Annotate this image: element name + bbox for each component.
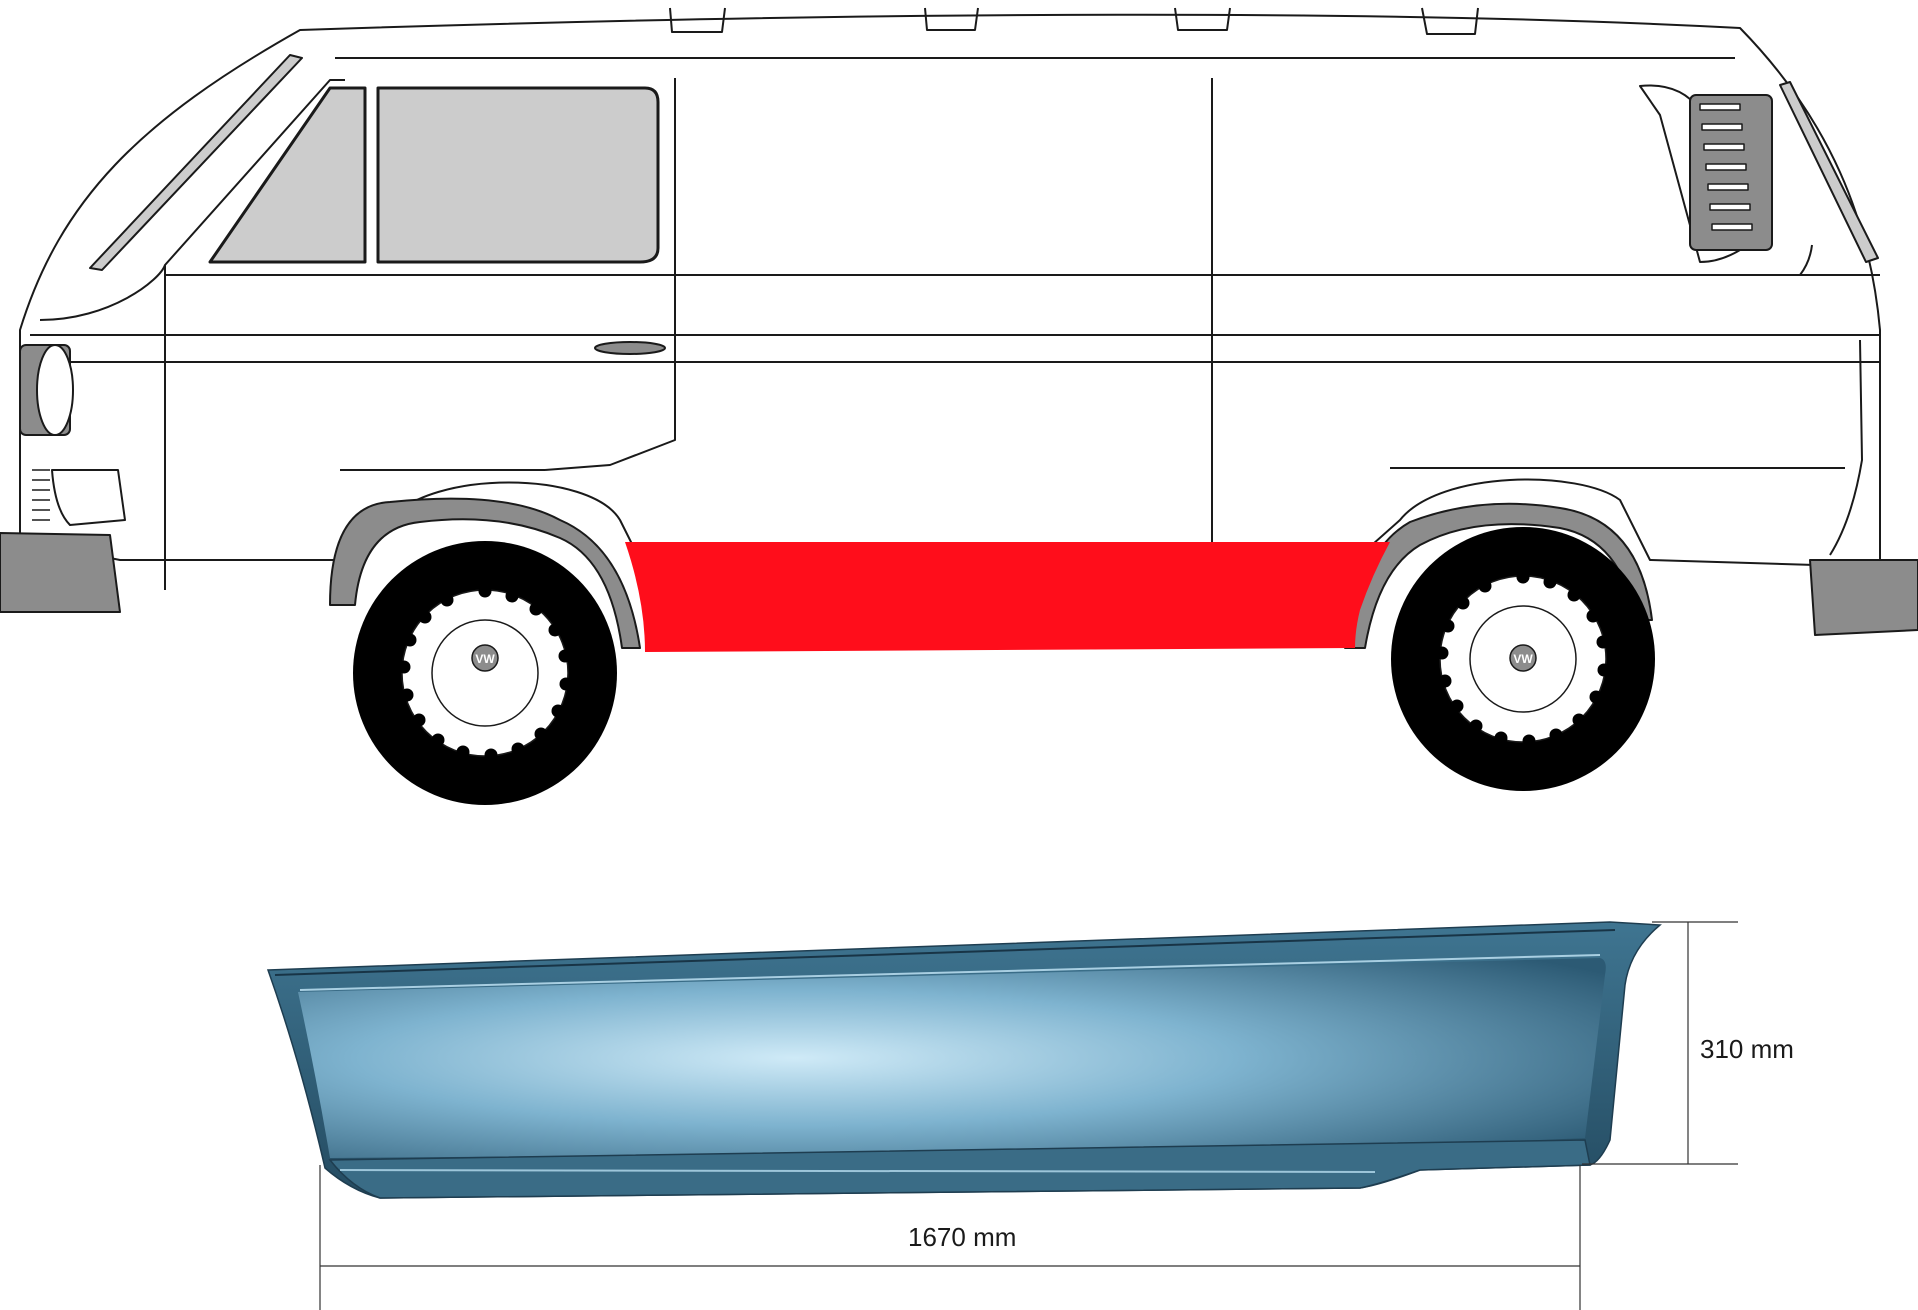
- van-body-outline: [19, 13, 1881, 566]
- panel-top-flange: [274, 929, 1616, 976]
- rear-vent-grille: [1689, 94, 1773, 251]
- panel-bottom-lip: [328, 1139, 1591, 1199]
- roof-rib-3: [1174, 7, 1231, 31]
- rear-wheel-arch-flare: [1344, 502, 1653, 649]
- length-dimension-label: 1670 mm: [908, 1222, 1016, 1252]
- roof-rib-2: [924, 7, 979, 31]
- front-lug-holes: [397, 584, 573, 762]
- rear-corner-line: [1829, 339, 1863, 556]
- van-illustration: VW VW: [0, 7, 1918, 805]
- front-hubcap: [431, 619, 539, 727]
- front-wheel-arch-flare: [329, 497, 641, 649]
- panel-bottom-highlight: [339, 1169, 1376, 1173]
- front-grille-lines: [32, 469, 50, 521]
- dimension-lines: [319, 921, 1738, 1310]
- rear-vent-slats: [1699, 103, 1753, 231]
- panel-top-crease: [299, 954, 1601, 991]
- front-door-rear-edge: [544, 78, 676, 471]
- front-vw-emblem: [471, 644, 499, 672]
- vent-window: [208, 86, 367, 264]
- side-window: [376, 86, 660, 264]
- front-wheel: VW: [353, 541, 617, 805]
- panel-face: [298, 958, 1606, 1158]
- rear-vw-emblem: [1509, 644, 1537, 672]
- roof-rib-1: [669, 7, 726, 33]
- front-bumper: [0, 532, 121, 613]
- height-dimension-label: 310 mm: [1700, 1034, 1794, 1064]
- rear-vw-emblem-text: VW: [1513, 652, 1533, 666]
- rear-window-strip: [1779, 81, 1879, 263]
- rear-wheel: VW: [1391, 527, 1655, 791]
- front-indicator: [51, 469, 126, 526]
- headlight-lens: [36, 344, 74, 436]
- roof-rib-4: [1421, 7, 1479, 35]
- rear-quarter-line: [1228, 244, 1813, 276]
- door-handle: [594, 341, 666, 355]
- windshield-strip: [89, 54, 303, 271]
- rear-bumper: [1809, 559, 1918, 636]
- rear-lug-holes: [1435, 570, 1611, 748]
- highlighted-rocker-panel: [625, 542, 1390, 652]
- repair-panel: [266, 921, 1662, 1199]
- front-vw-emblem-text: VW: [475, 652, 495, 666]
